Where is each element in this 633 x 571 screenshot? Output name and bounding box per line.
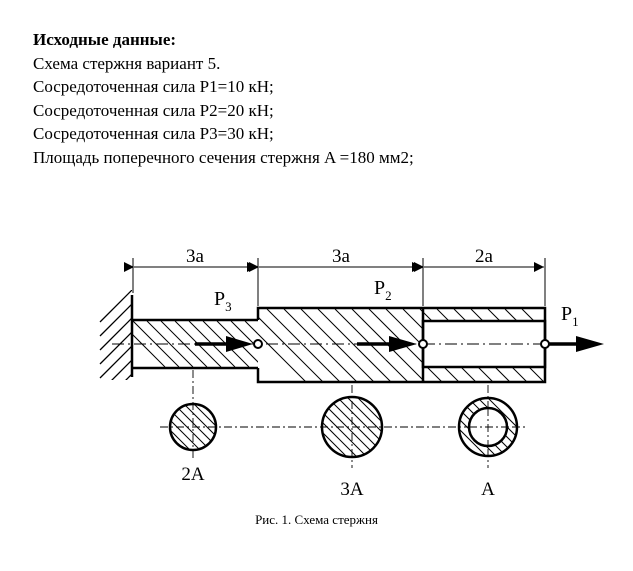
text-line-force-p2: Сосредоточенная сила P2=20 кН;	[33, 100, 274, 120]
rod-segment-left	[132, 318, 258, 370]
force-arrow-p1	[549, 336, 604, 352]
text-line-area: Площадь поперечного сечения стержня A =1…	[33, 147, 414, 167]
dimension-label-3: 2a	[475, 246, 494, 267]
fixed-wall-support	[99, 290, 134, 380]
figure-caption: Рис. 1. Схема стержня	[255, 512, 378, 527]
load-point-p1	[540, 339, 550, 349]
cross-section-2a	[168, 402, 218, 452]
text-line-scheme: Схема стержня вариант 5.	[33, 53, 221, 73]
force-arrow-p3	[195, 336, 253, 352]
force-label-p1: P1	[561, 303, 579, 329]
section-heading: Исходные данные:	[33, 30, 177, 49]
section-label-a: A	[481, 479, 495, 500]
force-arrow-p2	[357, 336, 417, 352]
cross-section-a-ring	[457, 396, 519, 458]
initial-data-block: Исходные данные: Схема стержня вариант 5…	[33, 28, 414, 169]
dimension-label-2: 3a	[332, 246, 351, 267]
cross-section-3a	[320, 395, 384, 459]
dimension-label-1: 3a	[186, 246, 205, 267]
text-line-force-p1: Сосредоточенная сила P1=10 кН;	[33, 77, 274, 96]
force-label-p3: P3	[214, 288, 232, 314]
text-line-force-p3: Сосредоточенная сила P3=30 кН;	[33, 124, 274, 143]
section-label-2a: 2A	[181, 464, 205, 485]
load-point-p3	[253, 339, 263, 349]
force-label-p2: P2	[374, 277, 392, 303]
load-point-p2	[418, 339, 428, 349]
section-label-3a: 3A	[340, 479, 364, 500]
